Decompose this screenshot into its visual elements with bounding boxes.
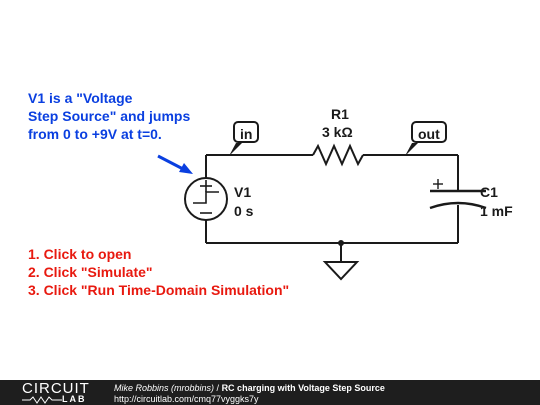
- node-label-out[interactable]: out: [411, 121, 447, 143]
- capacitor-c1-name[interactable]: C1: [480, 184, 498, 200]
- logo-text-lab: LAB: [62, 394, 87, 404]
- voltage-source-v1-symbol: [184, 177, 228, 221]
- node-in-pointer: [229, 143, 242, 156]
- resistor-r1-name[interactable]: R1: [331, 106, 349, 122]
- resistor-r1-symbol: [312, 143, 364, 167]
- instructions-list: 1. Click to open 2. Click "Simulate" 3. …: [28, 245, 289, 299]
- annotation-step-source-note: V1 is a "Voltage Step Source" and jumps …: [28, 89, 228, 143]
- logo-text-circuit: CIRCUIT: [22, 380, 90, 397]
- credit-separator: /: [214, 383, 222, 393]
- instruction-step: 1. Click to open: [28, 246, 132, 262]
- circuit-url[interactable]: http://circuitlab.com/cmq77vyggks7y: [114, 394, 259, 404]
- author-name[interactable]: Mike Robbins (mrobbins): [114, 383, 215, 393]
- logo-resistor-icon: [22, 396, 62, 404]
- instruction-step: 3. Click "Run Time-Domain Simulation": [28, 282, 290, 298]
- annotation-line: Step Source" and jumps: [28, 108, 191, 124]
- node-label-in[interactable]: in: [233, 121, 260, 143]
- instruction-step: 2. Click "Simulate": [28, 264, 153, 280]
- circuitlab-logo[interactable]: CIRCUIT LAB: [22, 381, 98, 405]
- capacitor-c1-value[interactable]: 1 mF: [480, 203, 513, 219]
- annotation-line: from 0 to +9V at t=0.: [28, 126, 162, 142]
- resistor-r1-value[interactable]: 3 kΩ: [322, 124, 353, 140]
- footer-credit: Mike Robbins (mrobbins) / RC charging wi…: [114, 383, 385, 393]
- footer-bar: CIRCUIT LAB Mike Robbins (mrobbins) / RC…: [0, 380, 540, 405]
- source-step-icon: [193, 191, 219, 204]
- node-out-pointer: [405, 143, 418, 156]
- annotation-line: V1 is a "Voltage: [28, 90, 133, 106]
- ground-symbol: [322, 261, 360, 281]
- source-v1-name[interactable]: V1: [234, 184, 252, 200]
- annotation-arrow-line: [157, 154, 186, 172]
- capacitor-plate-bottom: [429, 201, 487, 210]
- ground-junction-dot: [338, 240, 344, 246]
- annotation-arrow-head: [179, 163, 193, 174]
- circuit-title[interactable]: RC charging with Voltage Step Source: [221, 383, 385, 393]
- source-v1-value[interactable]: 0 s: [234, 203, 254, 219]
